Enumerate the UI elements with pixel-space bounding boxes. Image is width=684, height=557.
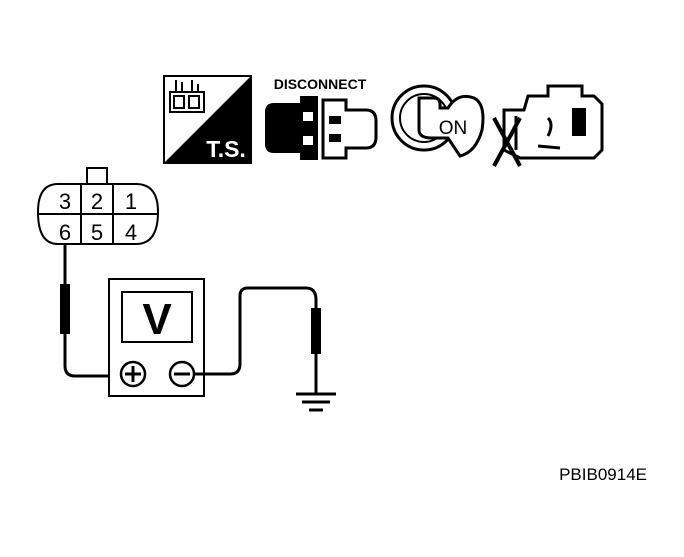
disconnect-icon: DISCONNECT <box>265 76 378 160</box>
positive-terminal-icon <box>119 360 147 388</box>
ground-icon <box>296 392 336 412</box>
connector-pictogram-icon <box>169 80 205 113</box>
pin-6: 6 <box>59 220 71 245</box>
engine-stopped-icon <box>492 84 604 167</box>
pin-2: 2 <box>91 189 103 214</box>
meter-display: V <box>142 295 172 344</box>
pin-5: 5 <box>91 220 103 245</box>
positive-probe-lead <box>60 244 118 378</box>
troubleshooting-icon: T.S. <box>163 75 252 164</box>
negative-terminal-icon <box>168 360 196 388</box>
pin-1: 1 <box>125 189 137 214</box>
figure-id: PBIB0914E <box>559 465 647 484</box>
disconnect-label: DISCONNECT <box>274 76 367 92</box>
ts-label: T.S. <box>206 136 246 162</box>
ignition-key-icon: ON <box>390 84 485 158</box>
negative-probe-lead <box>194 286 321 394</box>
pin-3: 3 <box>59 189 71 214</box>
harness-connector: 3 2 1 6 5 4 <box>36 167 160 245</box>
pin-4: 4 <box>125 220 137 245</box>
voltmeter: V <box>108 278 205 397</box>
ignition-on-label: ON <box>439 118 468 139</box>
